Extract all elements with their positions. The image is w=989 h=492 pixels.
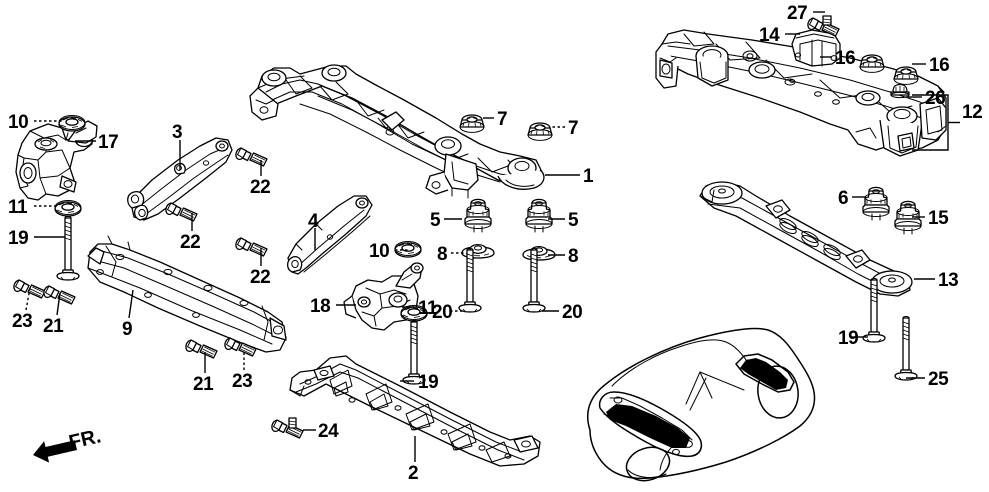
callout-number-16: 16 — [929, 55, 950, 76]
callout-number-20: 20 — [432, 302, 453, 323]
callout-number-14: 14 — [759, 25, 780, 46]
callout-number-13: 13 — [938, 270, 959, 291]
part-12-rear-sub-frame — [655, 29, 947, 157]
leader-line-21 — [56, 292, 61, 316]
callout-number-20: 20 — [562, 302, 583, 323]
callout-number-19: 19 — [418, 372, 439, 393]
part-5-rubber-b — [525, 198, 553, 233]
callout-number-21: 21 — [193, 374, 214, 395]
callout-number-1: 1 — [583, 166, 594, 187]
callout-number-2: 2 — [408, 463, 419, 484]
callout-number-22: 22 — [250, 177, 271, 198]
callout-number-22: 22 — [180, 232, 201, 253]
callout-number-8: 8 — [437, 244, 448, 265]
part-10-washer-upper-left — [58, 114, 86, 132]
part-8-seat-b — [522, 245, 556, 261]
part-13-rear-cross-beam — [699, 181, 913, 297]
callout-number-25: 25 — [928, 369, 949, 390]
callout-number-18: 18 — [310, 296, 331, 317]
part-24-bolt — [271, 417, 304, 439]
callout-number-19: 19 — [838, 328, 859, 349]
part-9-rear-curved-beam — [87, 235, 287, 353]
part-10-washer-centre — [394, 240, 422, 258]
leader-line-23 — [25, 287, 31, 311]
part-17-engine-mount-bracket — [15, 120, 98, 201]
callout-number-21: 21 — [43, 316, 64, 337]
callout-number-9: 9 — [122, 319, 133, 340]
callout-number-27: 27 — [787, 3, 808, 24]
part-22-hex-bolt-rod4 — [235, 237, 268, 257]
callout-number-26: 26 — [925, 88, 946, 109]
callout-number-10: 10 — [369, 241, 390, 262]
part-3-torque-rod-upper — [127, 137, 233, 221]
callout-number-19: 19 — [8, 228, 29, 249]
callout-number-4: 4 — [308, 211, 319, 232]
callout-leader-lines — [25, 11, 960, 462]
callout-number-5: 5 — [430, 210, 441, 231]
callout-number-11: 11 — [418, 298, 438, 319]
callout-number-24: 24 — [318, 421, 339, 442]
part-2-front-cross-member-beam — [289, 355, 541, 467]
part-6-rubber — [862, 186, 890, 221]
callout-number-6: 6 — [838, 188, 849, 209]
callout-number-16: 16 — [835, 48, 856, 69]
callout-number-7: 7 — [568, 118, 579, 139]
callout-number-11: 11 — [8, 197, 28, 218]
part-11-washer-lower-left — [54, 199, 82, 217]
part-7-collar-b — [527, 122, 553, 142]
part-1-front-sub-frame — [249, 64, 545, 199]
callout-number-10: 10 — [8, 112, 29, 133]
callout-number-22: 22 — [250, 267, 271, 288]
callout-number-7: 7 — [497, 109, 508, 130]
callout-number-17: 17 — [98, 132, 119, 153]
part-25-flange-bolt-right — [894, 315, 918, 381]
callout-number-3: 3 — [172, 122, 183, 143]
part-5-rubber-a — [464, 198, 492, 233]
part-4-torque-rod-lower — [286, 195, 373, 275]
callout-number-5: 5 — [568, 210, 579, 231]
callout-number-15: 15 — [928, 208, 949, 229]
part-19-flange-bolt-left — [56, 215, 80, 281]
callout-number-23: 23 — [232, 371, 253, 392]
part-27-bolt — [807, 15, 840, 37]
part-7-collar-a — [459, 114, 485, 134]
callout-number-8: 8 — [568, 246, 579, 267]
callout-number-23: 23 — [12, 311, 33, 332]
front-direction-arrow — [33, 440, 77, 463]
part-22-hex-bolt-rod3a — [235, 147, 268, 167]
vehicle-outline-illustration — [586, 327, 816, 482]
part-21-hex-bolt-beam9 — [185, 339, 218, 359]
leader-line-9 — [128, 289, 134, 319]
callout-number-12: 12 — [962, 102, 983, 123]
